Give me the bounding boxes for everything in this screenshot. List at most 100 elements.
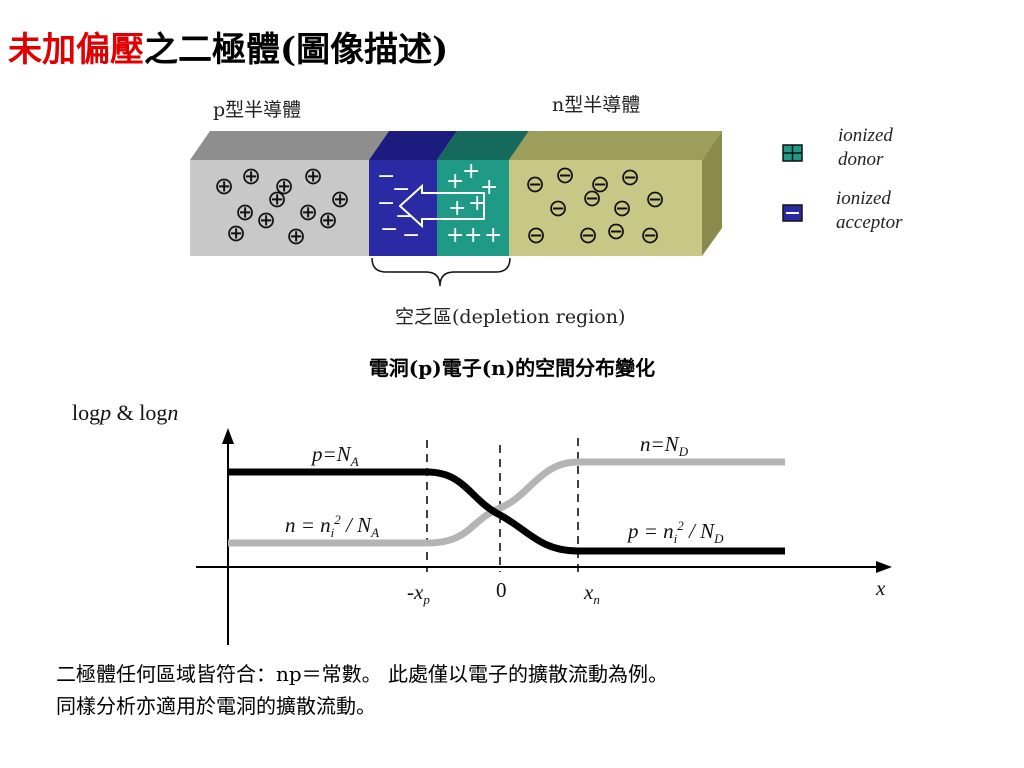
electron-symbol: ⊖ [578, 221, 598, 249]
tick-pos-sub: n [593, 592, 600, 608]
distribution-plot [196, 428, 892, 645]
hole-symbol: ⊕ [235, 198, 255, 226]
y-axis-label: logp & logn [72, 400, 178, 426]
tick-neg-sub: p [423, 592, 430, 608]
n-right-sub: D [678, 444, 689, 460]
n-region-front [509, 160, 702, 256]
p-right-sub: i [673, 531, 678, 547]
hole-symbol: ⊕ [267, 185, 287, 213]
slide-title: 未加偏壓之二極體(圖像描述) [8, 22, 448, 71]
acceptor-symbol: − [377, 164, 395, 189]
n-charges: ⊖ ⊖ ⊖ ⊖ ⊖ ⊖ ⊖ ⊖ ⊖ ⊖ ⊖ ⊖ [525, 161, 665, 249]
depletion-donors: + + + + + + + + [446, 159, 502, 248]
p-left-label: p=NA [312, 442, 359, 470]
note-line-1: 二極體任何區域皆符合：np＝常數。 此處僅以電子的擴散流動為例。 [56, 662, 669, 686]
legend-donor-line1: ionized [838, 125, 893, 146]
hole-symbol: ⊕ [330, 185, 350, 213]
depletion-acceptors: − − − − − − [377, 164, 420, 248]
donor-symbol: + [448, 196, 466, 221]
acceptor-symbol: − [392, 177, 410, 202]
n-region-side [702, 131, 722, 256]
n-region-label: n型半導體 [552, 94, 641, 116]
p-region-label: p型半導體 [213, 99, 302, 121]
y-axis-arrow-icon [222, 428, 234, 444]
hole-symbol: ⊕ [286, 222, 306, 250]
donor-symbol: + [464, 223, 482, 248]
legend-donor: ionized donor [838, 124, 893, 172]
n-left-sub: i [330, 525, 335, 541]
n-right-label: n=ND [640, 432, 688, 460]
p-right-sub2: D [714, 531, 724, 547]
p-concentration-curve [228, 468, 785, 555]
hole-symbol: ⊕ [318, 206, 338, 234]
acceptor-symbol: − [395, 204, 413, 229]
p-right-post: / N [683, 519, 715, 543]
p-right-pre: p = n [628, 519, 674, 543]
n-left-pre: n = n [285, 513, 331, 537]
acceptor-symbol: − [380, 217, 398, 242]
p-left-text: p=N [312, 442, 351, 466]
y-label-n: n [167, 400, 179, 425]
field-arrow-icon [398, 183, 485, 229]
legend-donor-line2: donor [838, 149, 884, 170]
legend-acceptor-line1: ionized [836, 188, 891, 209]
n-region-top [509, 131, 722, 160]
note-line-2: 同樣分析亦適用於電洞的擴散流動。 [56, 694, 376, 718]
hole-symbol: ⊕ [298, 198, 318, 226]
n-left-post: / N [340, 513, 372, 537]
n-left-sup: 2 [334, 512, 341, 527]
electron-symbol: ⊖ [606, 217, 626, 245]
donor-symbol: + [484, 223, 502, 248]
tick-zero: 0 [496, 578, 507, 602]
title-rest: 之二極體(圖像描述) [144, 30, 449, 70]
distribution-title: 電洞(p)電子(n)的空間分布變化 [368, 356, 656, 380]
depletion-n-top [437, 131, 529, 160]
donor-symbol: + [446, 169, 464, 194]
legend-acceptor: ionized acceptor [836, 187, 902, 235]
electron-symbol: ⊖ [645, 185, 665, 213]
electron-symbol: ⊖ [526, 221, 546, 249]
hole-symbol: ⊕ [226, 219, 246, 247]
y-label-p: p [100, 400, 112, 425]
electron-symbol: ⊖ [582, 184, 602, 212]
hole-symbol: ⊕ [256, 206, 276, 234]
title-highlight: 未加偏壓 [8, 30, 144, 70]
donor-symbol: + [468, 191, 486, 216]
n-left-label: n = ni2 / NA [285, 512, 379, 541]
depletion-region-label: 空乏區(depletion region) [395, 306, 626, 328]
p-left-sub: A [350, 454, 359, 470]
n-concentration-curve [228, 458, 785, 547]
hole-symbol: ⊕ [303, 162, 323, 190]
electron-symbol: ⊖ [620, 163, 640, 191]
p-right-label: p = ni2 / ND [628, 518, 724, 547]
depletion-brace [371, 257, 511, 287]
n-left-sub2: A [371, 525, 380, 541]
hole-symbol: ⊕ [274, 172, 294, 200]
hole-symbol: ⊕ [241, 162, 261, 190]
electron-symbol: ⊖ [612, 194, 632, 222]
tick-neg-text: -x [407, 580, 424, 604]
x-axis-label: x [876, 576, 886, 600]
p-charges: ⊕ ⊕ ⊕ ⊕ ⊕ ⊕ ⊕ ⊕ ⊕ ⊕ ⊕ ⊕ [214, 162, 350, 250]
y-label-log1: log [72, 400, 101, 425]
acceptor-symbol: − [377, 191, 395, 216]
tick-neg-xp: -xp [407, 580, 430, 608]
depletion-p-top [369, 131, 457, 160]
electron-symbol: ⊖ [525, 170, 545, 198]
hole-symbol: ⊕ [214, 172, 234, 200]
p-region-front [190, 160, 369, 256]
legend-acceptor-line2: acceptor [836, 212, 903, 233]
donor-symbol: + [462, 159, 480, 184]
electron-symbol: ⊖ [555, 161, 575, 189]
electron-symbol: ⊖ [590, 170, 610, 198]
y-label-mid: & log [111, 400, 168, 425]
electron-symbol: ⊖ [548, 194, 568, 222]
x-axis-arrow-icon [876, 561, 892, 573]
donor-symbol: + [446, 223, 464, 248]
acceptor-symbol: − [402, 223, 420, 248]
p-region-top [190, 131, 389, 160]
electron-symbol: ⊖ [640, 221, 660, 249]
plus-box-icon [782, 144, 803, 162]
tick-pos-text: x [584, 580, 594, 604]
